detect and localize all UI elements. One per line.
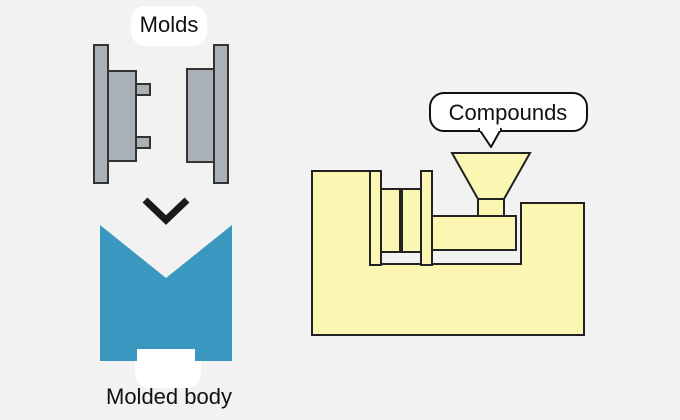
molded-body-shape bbox=[100, 225, 232, 361]
right-mold-half bbox=[186, 44, 229, 184]
molds-label: Molds bbox=[140, 12, 199, 37]
mold-clamp-right-plate bbox=[420, 170, 433, 266]
right-mold-plate bbox=[213, 44, 229, 184]
compounds-callout: Compounds bbox=[429, 92, 588, 148]
compounds-label: Compounds bbox=[449, 100, 568, 125]
molded-body-label-bg bbox=[135, 344, 201, 388]
chevron-down-icon bbox=[142, 197, 190, 225]
left-mold-pin-top bbox=[135, 83, 151, 96]
compounds-bubble bbox=[429, 92, 588, 132]
left-mold-half bbox=[93, 44, 151, 184]
injection-barrel bbox=[431, 215, 517, 251]
molded-body-label: Molded body bbox=[106, 384, 232, 409]
left-mold-core bbox=[107, 70, 137, 162]
compounds-bubble-tail-mask bbox=[480, 127, 500, 131]
left-mold-plate bbox=[93, 44, 109, 184]
hopper-neck bbox=[477, 198, 505, 217]
right-mold-cavity bbox=[186, 68, 215, 163]
machine-body bbox=[311, 170, 585, 336]
injection-machine bbox=[311, 152, 585, 336]
left-mold-pin-bottom bbox=[135, 136, 151, 149]
hopper bbox=[450, 152, 532, 200]
compounds-bubble-tail bbox=[478, 128, 502, 148]
mold-clamp-left-plate bbox=[369, 170, 382, 266]
molds-label-bg bbox=[131, 6, 207, 46]
